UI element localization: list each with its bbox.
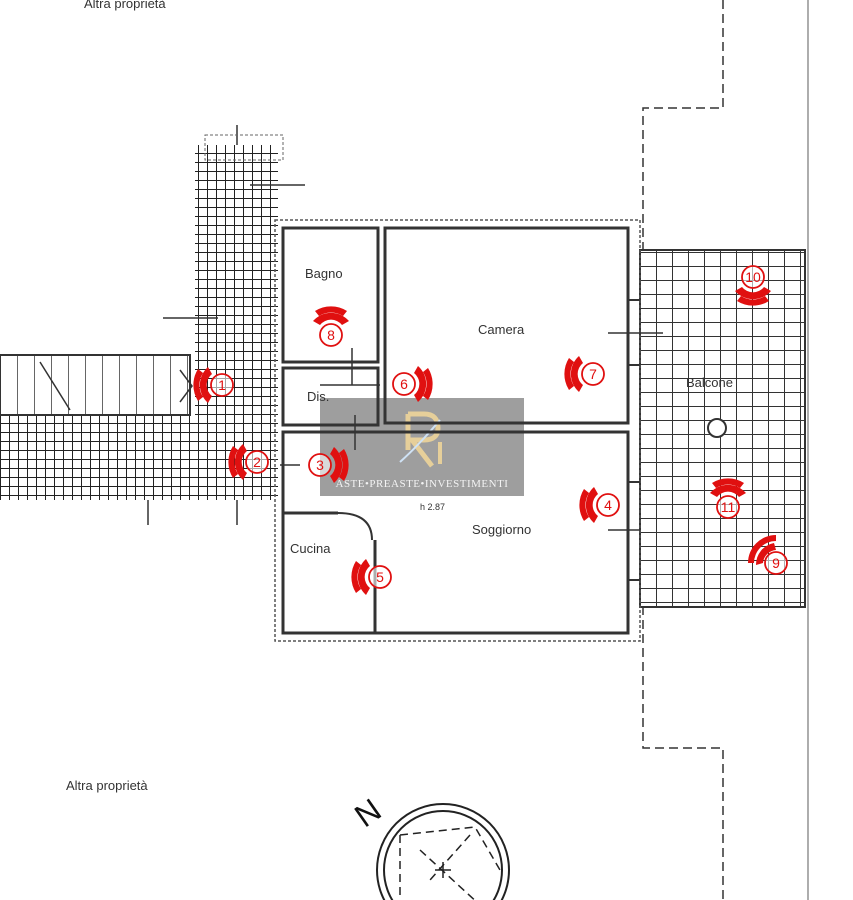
signal-arc-icon [748,535,776,565]
signal-arc-icon [735,287,771,306]
marker-circle [308,453,332,477]
signal-arc-icon [564,356,583,392]
label-top-neighbor: Altra proprietà [84,0,166,11]
marker-circle [319,323,343,347]
north-label: N [348,791,388,834]
apartment-outline [274,219,641,642]
marker-number: 2 [253,454,261,470]
label-balcone: Balcone [686,375,733,390]
label-bagno: Bagno [305,266,343,281]
label-camera: Camera [478,322,525,337]
marker-number: 5 [376,569,384,585]
marker-number: 4 [604,497,612,513]
signal-arc-icon [193,367,212,403]
marker-3[interactable]: 3 [308,447,349,483]
watermark-text: ASTE•PREASTE•INVESTIMENTI [335,478,509,490]
marker-number: 9 [772,555,780,571]
marker-4[interactable]: 4 [579,487,620,523]
marker-number: 3 [316,457,324,473]
marker-6[interactable]: 6 [392,366,433,402]
signal-arc-icon [351,559,370,595]
marker-circle [596,493,620,517]
marker-number: 6 [400,376,408,392]
label-cucina: Cucina [290,541,331,556]
marker-1[interactable]: 1 [193,367,234,403]
marker-number: 1 [218,377,226,393]
label-bottom-neighbor: Altra proprietà [66,778,148,793]
marker-circle [764,551,788,575]
label-height: h 2.87 [420,502,445,512]
walls [280,226,663,635]
signal-arc-icon [579,487,598,523]
marker-5[interactable]: 5 [351,559,392,595]
marker-7[interactable]: 7 [564,356,605,392]
marker-2[interactable]: 2 [228,444,269,480]
marker-circle [581,362,605,386]
marker-10[interactable]: 10 [735,265,771,306]
marker-circle [210,373,234,397]
marker-9[interactable]: 9 [748,535,788,575]
label-dis: Dis. [307,389,329,404]
common-area [0,125,305,525]
marker-number: 10 [745,269,761,285]
label-soggiorno: Soggiorno [472,522,531,537]
marker-number: 7 [589,366,597,382]
signal-arc-icon [228,444,247,480]
marker-11[interactable]: 11 [710,478,746,519]
marker-circle [392,372,416,396]
marker-number: 11 [721,499,736,515]
signal-arc-icon [414,366,433,402]
signal-arc-icon [330,447,349,483]
signal-arc-icon [710,478,746,497]
marker-number: 8 [327,327,335,343]
signal-arc-icon [313,306,349,325]
drain [707,418,727,438]
north-compass: N [348,791,510,900]
marker-circle [716,495,740,519]
marker-circle [368,565,392,589]
camera-markers: 1 2 3 4 5 6 7 8 9 10 11 [193,265,788,595]
watermark: ASTE•PREASTE•INVESTIMENTI [320,398,524,496]
marker-8[interactable]: 8 [313,306,349,347]
marker-circle [741,265,765,289]
marker-circle [245,450,269,474]
